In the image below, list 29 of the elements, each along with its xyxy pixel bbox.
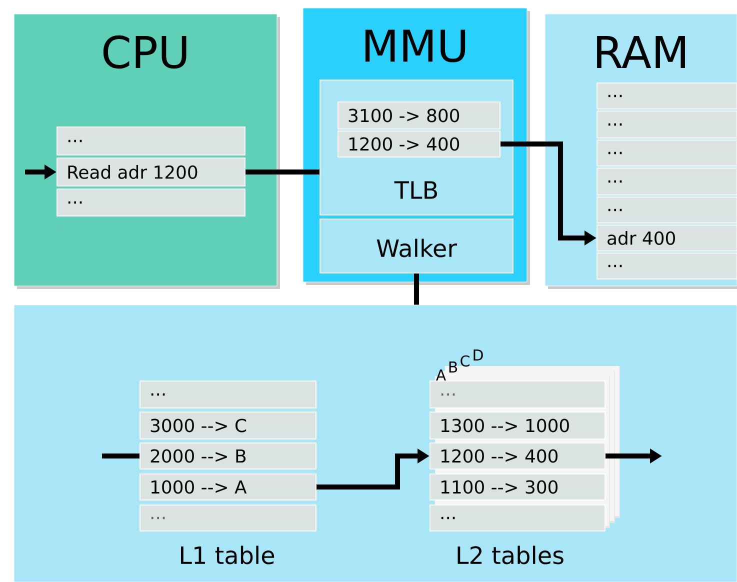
table-row: 3000 --> C (140, 412, 316, 440)
table-caption: L2 tables (458, 546, 564, 564)
table-row: ... (596, 196, 737, 224)
table-row: 3100 -> 800 (338, 102, 500, 130)
table-row: 1300 --> 1000 (430, 412, 606, 440)
table-row: ... (56, 126, 246, 156)
walker-box: Walker (320, 218, 514, 274)
table-row: 1000 --> A (140, 474, 316, 500)
table-row: Read adr 1200 (56, 158, 246, 186)
table-row: ... (596, 110, 737, 138)
table-row: ... (596, 168, 737, 196)
table-row: ... (430, 504, 606, 532)
sheet-letter: D (474, 350, 483, 360)
table-row: ... (140, 380, 316, 408)
table-row: ... (140, 504, 316, 532)
table-row: 2000 --> B (140, 442, 316, 470)
sheet-letter: A (436, 370, 446, 380)
sheet-letter: B (449, 362, 458, 372)
table-row: 1200 --> 400 (430, 442, 606, 470)
sheet-letter: C (460, 355, 470, 367)
table-caption: L1 table (181, 546, 274, 564)
table-row: ... (596, 140, 737, 166)
table-row: 1100 --> 300 (430, 474, 606, 500)
table-row: ... (430, 380, 606, 408)
table-row: 1200 -> 400 (338, 130, 500, 158)
table-row: ... (596, 252, 737, 280)
table-row: ... (596, 82, 737, 110)
table-row: ... (56, 188, 246, 216)
table-row: adr 400 (596, 224, 737, 252)
